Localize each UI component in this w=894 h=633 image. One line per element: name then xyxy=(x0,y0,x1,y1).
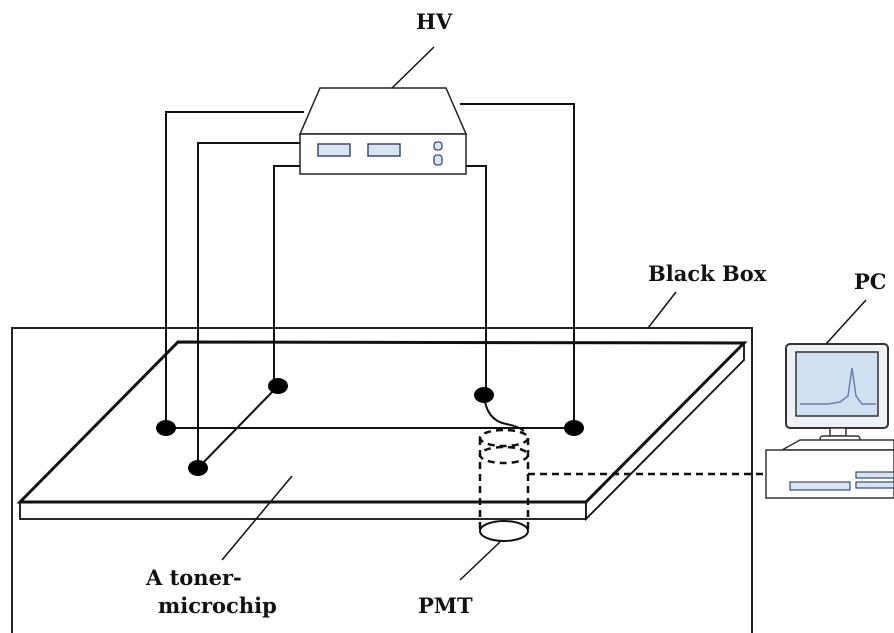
hv-knob-bottom xyxy=(433,154,443,166)
pmt-label: PMT xyxy=(418,593,473,618)
chip-leader xyxy=(221,475,293,561)
black-box-leader xyxy=(647,291,677,329)
hv-label: HV xyxy=(416,9,453,34)
electrode-far-left xyxy=(156,420,176,436)
microchip-label-line2: microchip xyxy=(158,593,277,618)
toner-microchip-plate xyxy=(16,340,748,522)
electrode-front xyxy=(188,460,208,476)
electrode-back-left xyxy=(268,378,288,394)
pc-label: PC xyxy=(854,269,887,294)
hv-power-supply xyxy=(298,87,468,175)
electrode-traces xyxy=(166,385,574,469)
pc-screen xyxy=(795,351,879,417)
pc-computer xyxy=(765,343,894,499)
electrode-dots xyxy=(156,378,584,476)
leader-lines xyxy=(221,46,867,581)
pmt-tube xyxy=(478,428,530,530)
electrode-right xyxy=(564,420,584,436)
hv-leader xyxy=(391,46,435,89)
spectrum-icon xyxy=(800,367,876,405)
black-box-label: Black Box xyxy=(648,261,767,286)
hv-wires xyxy=(165,103,575,468)
microchip-label-line1: A toner- xyxy=(146,565,242,590)
black-box xyxy=(11,327,753,633)
pc-keyboard xyxy=(779,439,894,451)
hv-knob-top xyxy=(433,141,443,151)
pc-leader xyxy=(825,299,867,345)
pmt-leader xyxy=(459,541,501,581)
pmt-window xyxy=(479,520,529,542)
hv-display-1 xyxy=(317,143,351,157)
electrode-back-right xyxy=(474,387,494,403)
hv-display-2 xyxy=(367,143,401,157)
